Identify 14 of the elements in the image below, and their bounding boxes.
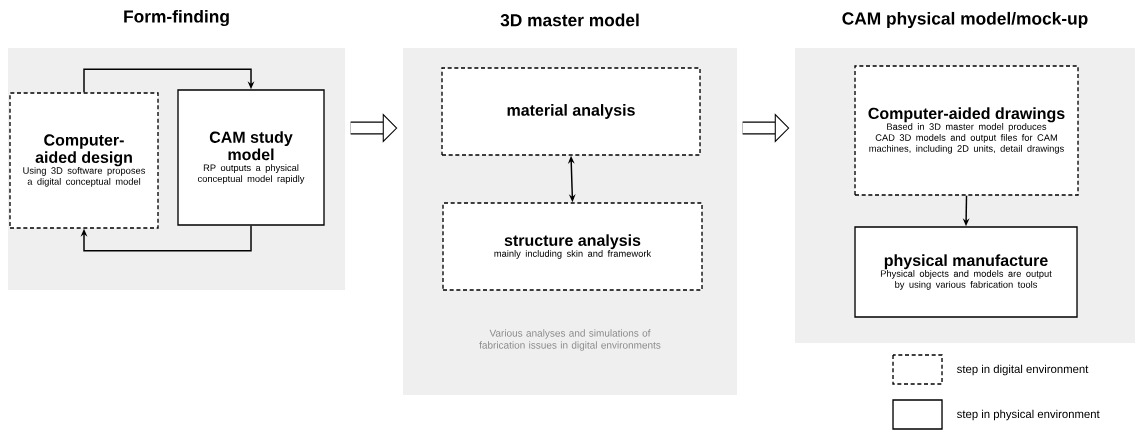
digital-step-box: material analysis	[441, 67, 701, 156]
legend-label: step in digital environment	[957, 364, 1089, 376]
legend-label: step in physical environment	[957, 409, 1100, 421]
physical-step-box: physical manufacture Physical objects and models are output by using various fabrication tools	[854, 226, 1078, 318]
panel-heading: Form-finding	[124, 9, 229, 27]
arrow	[80, 224, 252, 252]
panel-heading: 3D master model	[500, 13, 639, 27]
digital-step-box: Computer-aided design Using 3D software proposes a digital conceptual model	[9, 92, 159, 229]
panel-note: Various analyses and simulations of fabrication issues in digital environments	[479, 329, 661, 351]
arrow	[83, 68, 255, 94]
digital-step-box: structure analysis mainly including skin and framework	[442, 202, 703, 291]
panel-heading: CAM physical model/mock-up	[842, 11, 1088, 29]
digital-step-box: Computer-aided drawings Based in 3D master model produces CAD 3D models and output files for CAM machines, including 2D units, detail drawings	[854, 65, 1079, 196]
physical-step-box: CAM study model RP outputs a physical conceptual model rapidly	[177, 89, 325, 226]
